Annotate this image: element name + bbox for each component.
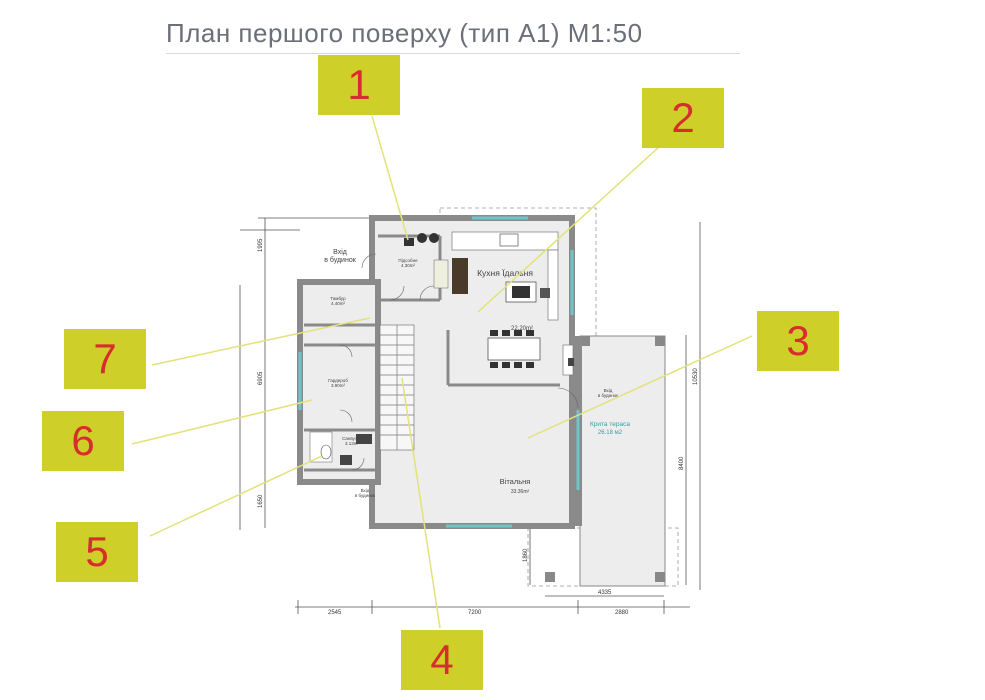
dim-left-mid: 6905 bbox=[258, 371, 264, 385]
callout-marker-7: 7 bbox=[64, 329, 146, 389]
callout-marker-5: 5 bbox=[56, 522, 138, 582]
dim-bottom-mid: 7200 bbox=[468, 610, 482, 616]
dim-bottom-left: 2545 bbox=[328, 610, 342, 616]
plan-title: План першого поверху (тип А1) М1:50 bbox=[166, 18, 643, 48]
dim-left-bottom: 1650 bbox=[258, 494, 264, 508]
room-label-terrace: Крита тераса bbox=[590, 421, 630, 428]
dim-terrace-bottom: 1860 bbox=[523, 548, 529, 562]
dim-right-full: 10530 bbox=[693, 368, 699, 385]
room-label-living: Вітальня bbox=[500, 477, 531, 486]
callout-marker-3: 3 bbox=[757, 311, 839, 371]
callout-marker-6: 6 bbox=[42, 411, 124, 471]
leader-lines bbox=[131, 115, 753, 629]
kitchen-furniture bbox=[433, 231, 574, 376]
callout-marker-2: 2 bbox=[642, 88, 724, 148]
dim-bottom-right: 2880 bbox=[615, 610, 629, 616]
terrace-floor bbox=[579, 335, 666, 587]
dim-top-left: 1995 bbox=[258, 238, 264, 252]
windows bbox=[298, 216, 580, 528]
room-area-terrace: 26.18 м2 bbox=[598, 430, 623, 436]
dim-right-mid: 8400 bbox=[679, 456, 685, 470]
dim-terrace-width: 4335 bbox=[598, 590, 612, 596]
bathroom-fixtures bbox=[309, 431, 372, 465]
room-area-kitchen: 22.20m² bbox=[511, 326, 533, 332]
door-swings bbox=[339, 253, 579, 471]
dimension-lines bbox=[239, 217, 701, 614]
callout-marker-1: 1 bbox=[318, 55, 400, 115]
room-label-kitchen: Кухня Їдальня bbox=[477, 268, 533, 278]
pantry-appliances bbox=[404, 233, 439, 246]
staircase bbox=[379, 324, 415, 451]
room-area-living: 33.36m² bbox=[511, 489, 530, 495]
callout-marker-4: 4 bbox=[401, 630, 483, 690]
title-underline bbox=[166, 53, 740, 54]
